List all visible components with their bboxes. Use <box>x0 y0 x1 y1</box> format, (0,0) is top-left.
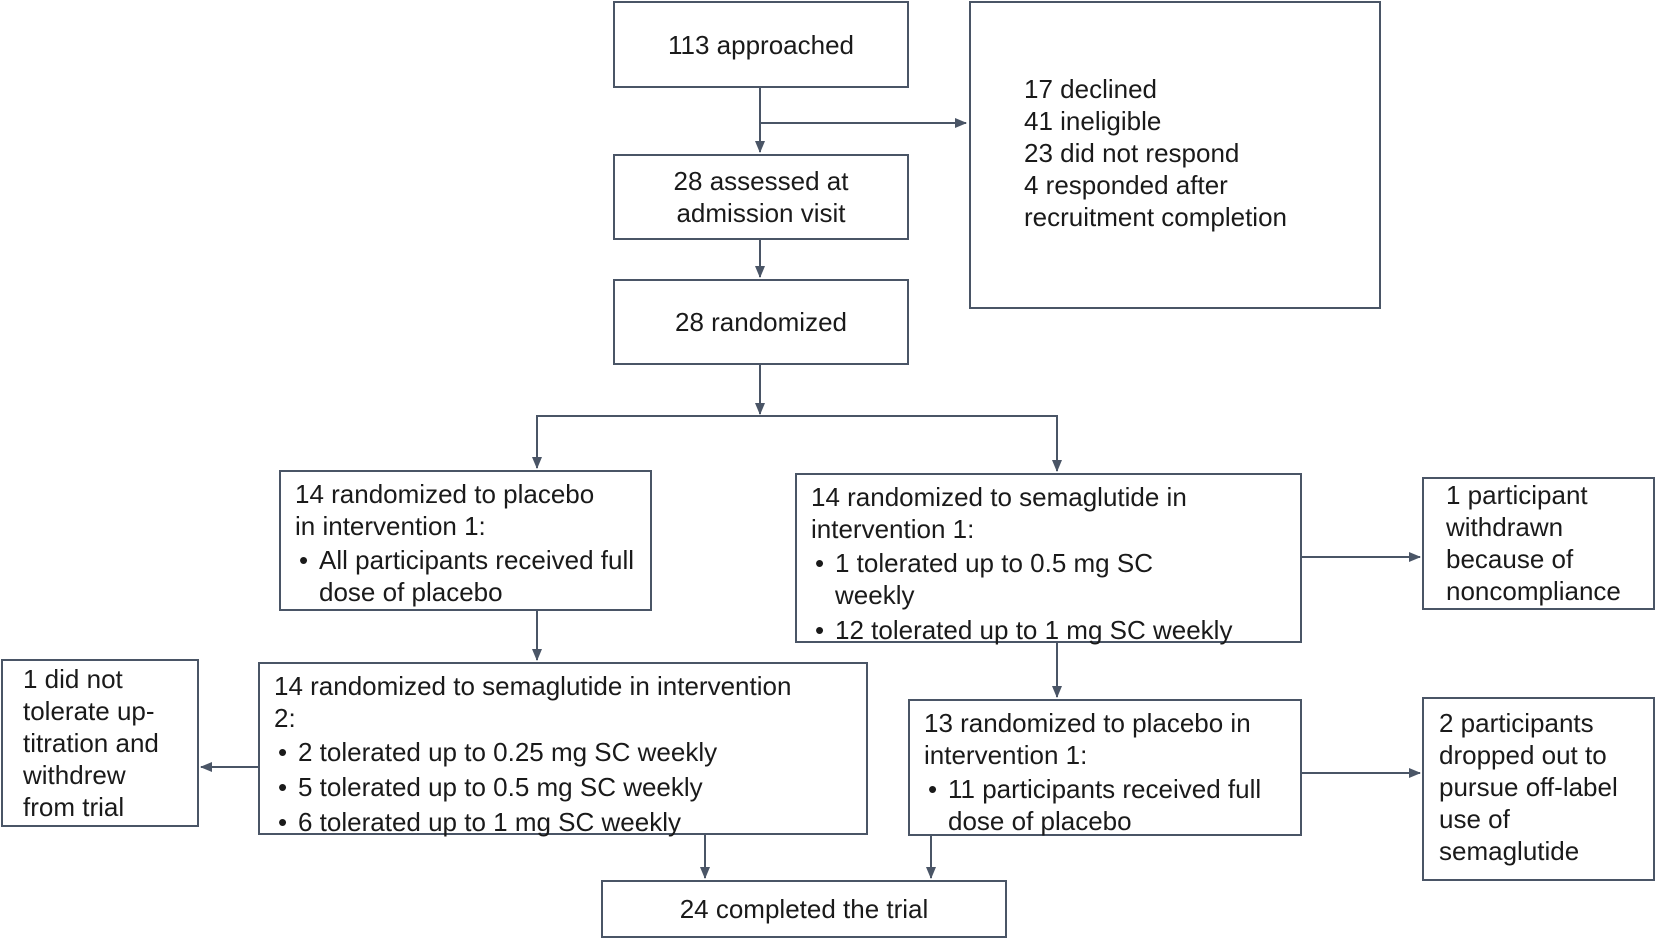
sema2-bullets: 2 tolerated up to 0.25 mg SC weekly 5 to… <box>274 736 852 838</box>
box-semaglutide-intervention-1: 14 randomized to semaglutide in interven… <box>795 473 1302 646</box>
dropped-line: dropped out to <box>1439 740 1607 770</box>
placebo2-line: intervention 1: <box>924 740 1088 770</box>
sema1-line: 14 randomized to semaglutide in <box>811 482 1187 512</box>
randomized-text: 28 randomized <box>675 307 847 337</box>
box-placebo-intervention-1: 14 randomized to placebo in intervention… <box>279 470 652 611</box>
not-tolerate-line: 1 did not <box>23 664 123 694</box>
sema2-bullet: 5 tolerated up to 0.5 mg SC weekly <box>274 771 852 803</box>
placebo1-line: in intervention 1: <box>295 511 486 541</box>
not-tolerate-line: titration and <box>23 728 159 758</box>
box-excluded: 17 declined 41 ineligible 23 did not res… <box>969 1 1381 309</box>
excluded-line: 41 ineligible <box>1024 106 1162 136</box>
assessed-line: 28 assessed at <box>673 166 849 196</box>
sema1-bullet: 1 tolerated up to 0.5 mg SC weekly <box>811 547 1175 611</box>
split-line <box>536 415 1058 468</box>
excluded-line: 17 declined <box>1024 74 1157 104</box>
dropped-line: semaglutide <box>1439 836 1580 866</box>
withdrawn-line: because of <box>1446 544 1574 574</box>
placebo2-line: 13 randomized to placebo in <box>924 708 1251 738</box>
withdrawn-line: noncompliance <box>1446 576 1621 606</box>
sema2-line: 2: <box>274 703 296 733</box>
box-placebo-intervention-2: 13 randomized to placebo in intervention… <box>908 699 1302 836</box>
excluded-line: 23 did not respond <box>1024 138 1240 168</box>
sema1-line: intervention 1: <box>811 514 975 544</box>
sema2-bullet: 6 tolerated up to 1 mg SC weekly <box>274 806 852 838</box>
excluded-line: recruitment completion <box>1024 202 1287 232</box>
dropped-line: pursue off-label <box>1439 772 1618 802</box>
box-withdrawn-noncompliance: 1 participant withdrawn because of nonco… <box>1422 477 1655 610</box>
approached-text: 113 approached <box>667 29 854 60</box>
box-approached: 113 approached <box>613 1 909 88</box>
placebo2-bullets: 11 participants received full dose of pl… <box>924 773 1286 837</box>
not-tolerate-line: from trial <box>23 792 125 822</box>
withdrawn-line: withdrawn <box>1446 512 1564 542</box>
withdrawn-line: 1 participant <box>1446 480 1588 510</box>
box-semaglutide-intervention-2: 14 randomized to semaglutide in interven… <box>258 662 868 838</box>
excluded-line: 4 responded after <box>1024 170 1228 200</box>
placebo1-bullet: All participants received full dose of p… <box>295 544 636 608</box>
sema2-line: 14 randomized to semaglutide in interven… <box>274 671 792 701</box>
placebo2-bullet: 11 participants received full dose of pl… <box>924 773 1278 837</box>
box-did-not-tolerate: 1 did not tolerate up- titration and wit… <box>1 659 199 827</box>
sema2-bullet: 2 tolerated up to 0.25 mg SC weekly <box>274 736 852 768</box>
sema1-bullet: 12 tolerated up to 1 mg SC weekly <box>811 614 1286 646</box>
placebo1-line: 14 randomized to placebo <box>295 479 595 509</box>
not-tolerate-line: tolerate up- <box>23 696 155 726</box>
box-randomized: 28 randomized <box>613 279 909 365</box>
completed-text: 24 completed the trial <box>679 894 929 924</box>
dropped-line: 2 participants <box>1439 708 1594 738</box>
dropped-line: use of <box>1439 804 1510 834</box>
sema1-bullets: 1 tolerated up to 0.5 mg SC weekly 12 to… <box>811 547 1286 646</box>
assessed-line: admission visit <box>676 198 846 228</box>
box-completed: 24 completed the trial <box>601 880 1007 938</box>
box-assessed: 28 assessed at admission visit <box>613 154 909 240</box>
placebo1-bullets: All participants received full dose of p… <box>295 544 636 608</box>
box-dropped-out: 2 participants dropped out to pursue off… <box>1422 697 1655 881</box>
not-tolerate-line: withdrew <box>23 760 126 790</box>
